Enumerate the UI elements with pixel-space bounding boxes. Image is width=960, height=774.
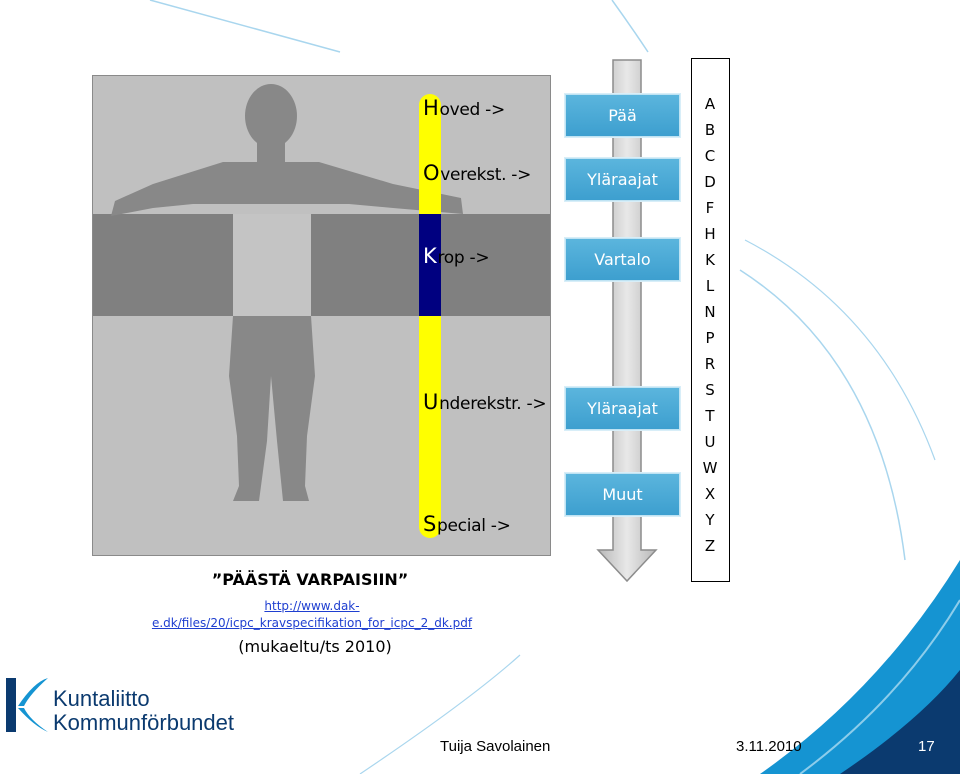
alphabet-letter: F [705, 199, 715, 217]
logo-text-kommunforbundet: Kommunförbundet [53, 710, 234, 735]
alphabet-letter: C [704, 147, 716, 165]
category-box-ylaraajat-lower: Yläraajat [565, 387, 680, 430]
caption-note: (mukaeltu/ts 2010) [238, 637, 392, 656]
source-link[interactable]: http://www.dak- e.dk/files/20/icpc_kravs… [122, 598, 502, 632]
alphabet-letter: A [704, 95, 716, 113]
logo-text-kuntaliitto: Kuntaliitto [53, 686, 150, 711]
footer-date: 3.11.2010 [736, 738, 802, 755]
alphabet-letter: Z [704, 537, 716, 555]
alphabet-letter: Y [705, 511, 715, 529]
source-link-line2[interactable]: e.dk/files/20/icpc_kravspecifikation_for… [151, 616, 473, 630]
alphabet-letter: U [704, 433, 716, 451]
kuntaliitto-logo-icon [6, 678, 48, 732]
region-label-hoved: Hoved -> [423, 96, 505, 120]
alphabet-letter: W [702, 459, 718, 477]
alphabet-column: A B C D F H K L N P R S T U W X Y Z [691, 58, 730, 582]
alphabet-letter: T [705, 407, 715, 425]
source-link-line1[interactable]: http://www.dak- [264, 599, 360, 613]
alphabet-letter: H [704, 225, 716, 243]
category-box-paa: Pää [565, 94, 680, 137]
down-arrow-icon [596, 59, 658, 583]
category-box-ylaraajat: Yläraajat [565, 158, 680, 201]
alphabet-letter: X [704, 485, 716, 503]
region-label-special: Special -> [423, 512, 511, 536]
alphabet-letter: P [705, 329, 715, 347]
body-region-diagram: Hoved -> Overekst. -> Krop -> Underekstr… [92, 75, 551, 556]
alphabet-letter: S [705, 381, 715, 399]
category-box-muut: Muut [565, 473, 680, 516]
alphabet-letter: K [705, 251, 715, 269]
human-silhouette [111, 84, 463, 501]
footer-author: Tuija Savolainen [440, 738, 551, 755]
alphabet-letter: D [704, 173, 716, 191]
category-box-vartalo: Vartalo [565, 238, 680, 281]
caption-title: ”PÄÄSTÄ VARPAISIIN” [211, 570, 409, 589]
region-label-overekst: Overekst. -> [423, 161, 532, 185]
page-number: 17 [918, 738, 935, 755]
region-label-krop: Krop -> [423, 244, 490, 268]
alphabet-letter: N [704, 303, 716, 321]
alphabet-letter: B [704, 121, 716, 139]
alphabet-letter: R [704, 355, 716, 373]
alphabet-letter: L [705, 277, 715, 295]
region-label-underekstr: Underekstr. -> [423, 390, 547, 414]
